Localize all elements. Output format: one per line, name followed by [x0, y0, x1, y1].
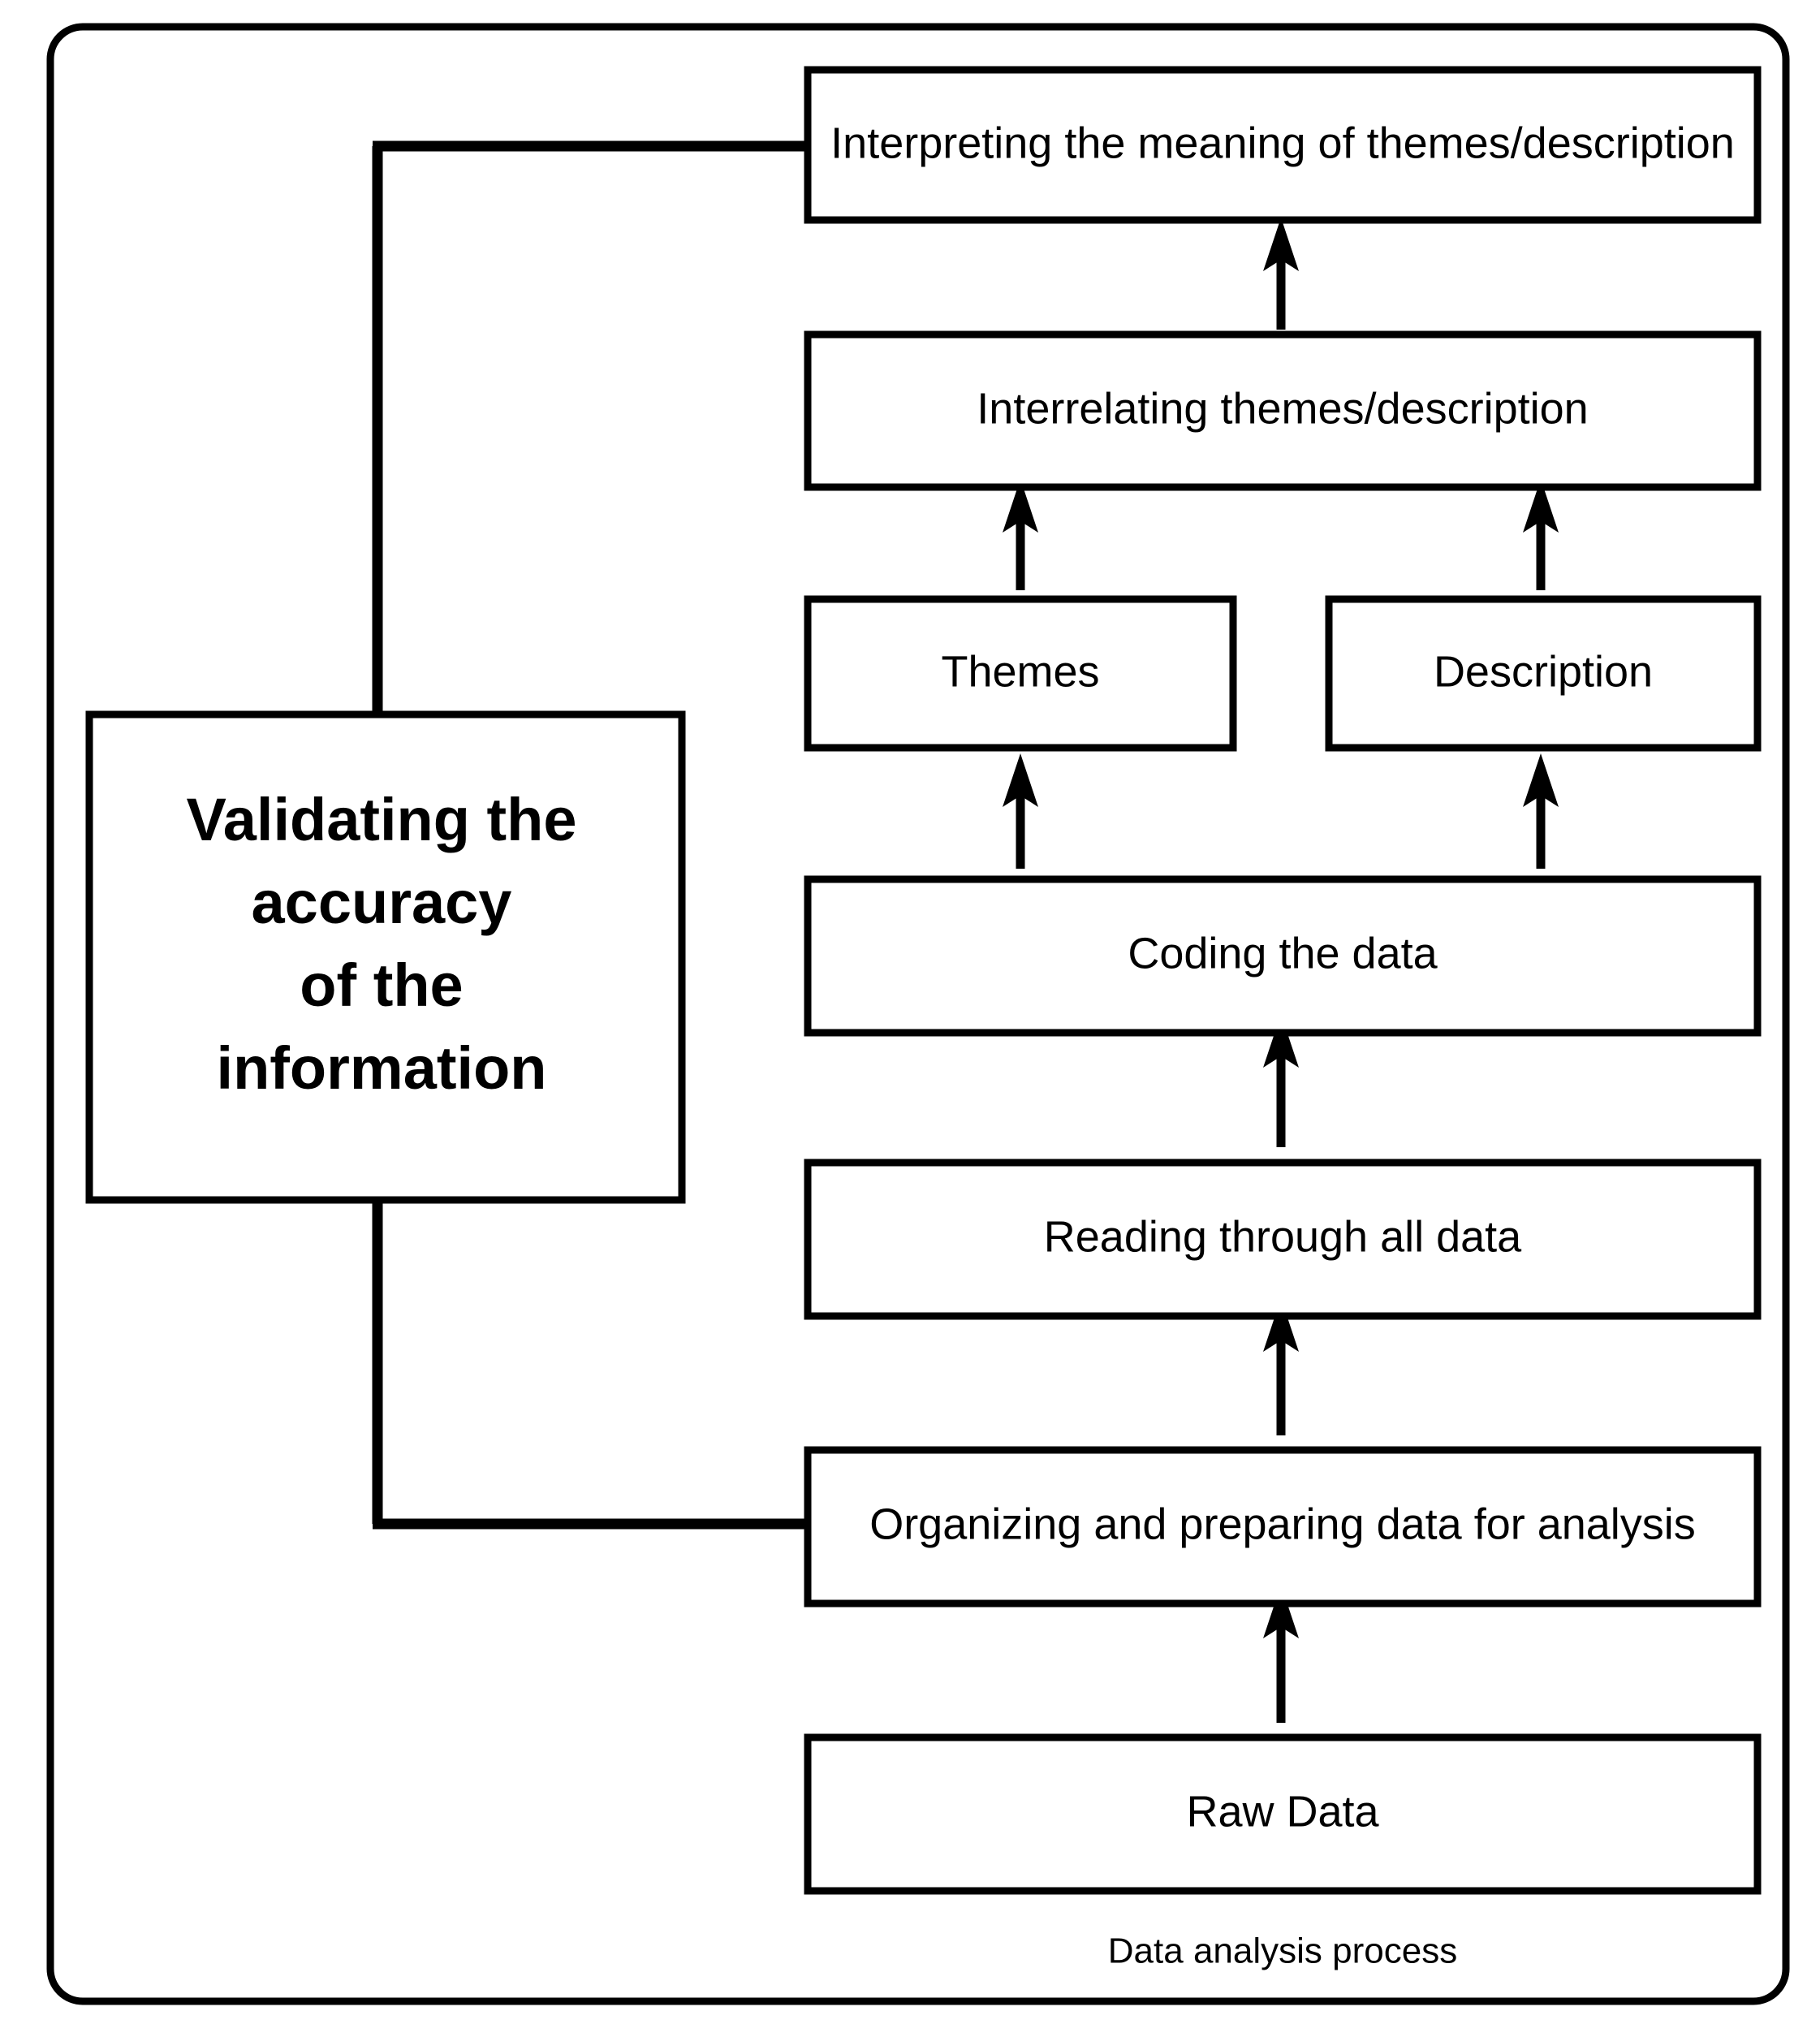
node-validating-label-line-4: information	[217, 1034, 547, 1102]
node-interpreting-box[interactable]	[804, 66, 1762, 224]
node-coding[interactable]: Coding the data	[804, 875, 1762, 1037]
node-description[interactable]: Description	[1325, 595, 1762, 752]
edge-coding-to-themes-arrowhead	[1003, 753, 1038, 807]
node-raw-data-label: Raw Data	[1186, 1787, 1379, 1836]
node-description-label: Description	[1434, 647, 1653, 696]
node-description-box[interactable]	[1325, 595, 1762, 752]
node-interrelating-label: Interrelating themes/description	[977, 384, 1588, 433]
node-organizing-label: Organizing and preparing data for analys…	[869, 1500, 1696, 1548]
node-validating-label-line-3: of the	[300, 952, 463, 1019]
node-validating[interactable]: Validating the accuracy of the informati…	[85, 710, 686, 1204]
node-validating-label-line-1: Validating the	[186, 786, 576, 853]
node-themes-label: Themes	[941, 647, 1099, 696]
edge-reading-to-coding-arrowhead	[1263, 1014, 1299, 1068]
node-organizing[interactable]: Organizing and preparing data for analys…	[804, 1446, 1762, 1608]
edge-themes-to-interrelating-arrowhead	[1003, 479, 1038, 533]
node-coding-label: Coding the data	[1128, 929, 1438, 978]
node-raw-data-box[interactable]	[804, 1733, 1762, 1895]
node-coding-box[interactable]	[804, 875, 1762, 1037]
node-reading[interactable]: Reading through all data	[804, 1159, 1762, 1320]
edge-organizing-to-reading-arrowhead	[1263, 1298, 1299, 1352]
edge-rawdata-to-organizing-arrowhead	[1263, 1585, 1299, 1638]
node-themes[interactable]: Themes	[804, 595, 1237, 752]
node-interpreting[interactable]: Interpreting the meaning of themes/descr…	[804, 66, 1762, 224]
edge-description-to-interrelating-arrowhead	[1523, 479, 1559, 533]
diagram-caption: Data analysis process	[1108, 1931, 1457, 1971]
node-organizing-box[interactable]	[804, 1446, 1762, 1608]
node-raw-data[interactable]: Raw Data	[804, 1733, 1762, 1895]
node-reading-box[interactable]	[804, 1159, 1762, 1320]
edge-coding-to-description-arrowhead	[1523, 753, 1559, 807]
node-interrelating[interactable]: Interrelating themes/description	[804, 330, 1762, 491]
node-validating-label-line-2: accuracy	[252, 869, 512, 936]
edge-interrelating-to-interpreting-arrowhead	[1263, 218, 1299, 271]
node-interrelating-box[interactable]	[804, 330, 1762, 491]
node-interpreting-label: Interpreting the meaning of themes/descr…	[830, 119, 1735, 167]
node-themes-box[interactable]	[804, 595, 1237, 752]
node-reading-label: Reading through all data	[1044, 1212, 1522, 1261]
node-validating-box[interactable]	[85, 710, 686, 1204]
